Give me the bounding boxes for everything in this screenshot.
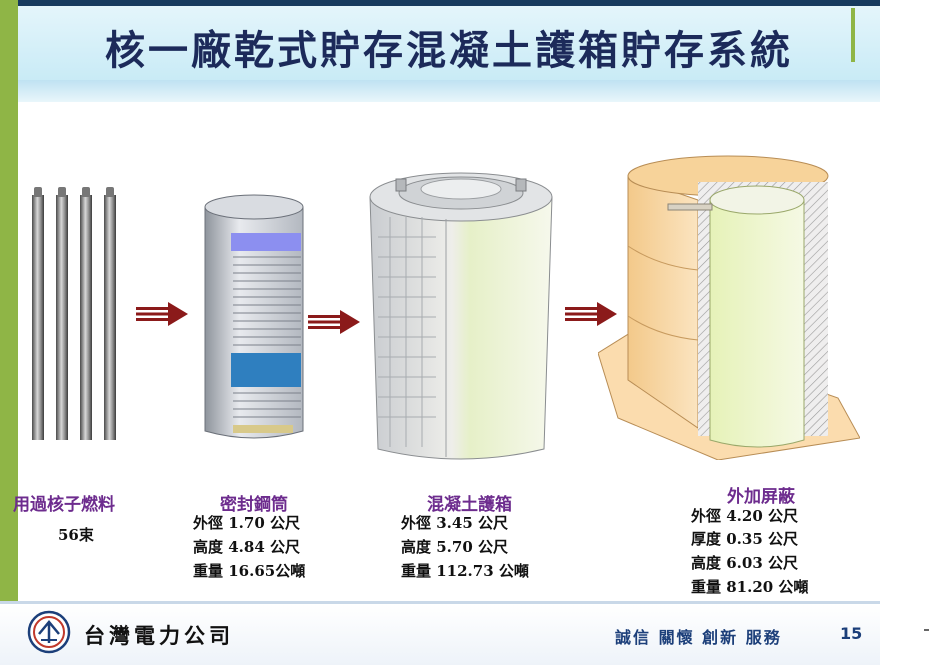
- title-band: [18, 6, 880, 80]
- stage-spec: 高度 5.70 公尺: [401, 538, 508, 556]
- stage-label-concrete-cask: 混凝土護箱: [427, 495, 512, 515]
- stage-label-sealed-canister: 密封鋼筒: [220, 495, 288, 515]
- stage-label-spent-fuel: 用過核子燃料: [13, 495, 115, 515]
- stage-spec: 高度 6.03 公尺: [691, 554, 798, 572]
- stage-spec: 重量 16.65公噸: [193, 562, 306, 580]
- arrow-right-icon: [308, 310, 360, 334]
- additional-shielding-illustration: [598, 155, 860, 460]
- stage-spec: 重量 81.20 公噸: [691, 578, 809, 596]
- stage-spec: 外徑 4.20 公尺: [691, 507, 798, 525]
- fuel-rod: [104, 187, 116, 440]
- stage-spec: 高度 4.84 公尺: [193, 538, 300, 556]
- left-accent-bar: [0, 0, 18, 665]
- fuel-assemblies-illustration: [28, 187, 123, 440]
- fuel-rod: [80, 187, 92, 440]
- arrow-right-icon: [136, 302, 188, 326]
- stage-label-additional-shielding: 外加屏蔽: [727, 487, 795, 507]
- footer: [0, 604, 880, 665]
- footer-divider: [0, 601, 880, 604]
- stage-spec: 重量 112.73 公噸: [401, 562, 529, 580]
- stage-spec: 厚度 0.35 公尺: [691, 530, 798, 548]
- stage-spec: 56束: [58, 526, 94, 544]
- fuel-rod: [56, 187, 68, 440]
- company-name: 台灣電力公司: [84, 623, 234, 648]
- edge-mark: [924, 629, 929, 631]
- taipower-logo-icon: [27, 610, 71, 654]
- title-underline: [18, 80, 880, 102]
- page-title: 核一廠乾式貯存混凝土護箱貯存系統: [105, 27, 793, 74]
- top-strip: [0, 0, 880, 6]
- stage-spec: 外徑 1.70 公尺: [193, 514, 300, 532]
- sealed-canister-illustration: [204, 194, 304, 439]
- stage-spec: 外徑 3.45 公尺: [401, 514, 508, 532]
- fuel-rod: [32, 187, 44, 440]
- page-number: 15: [840, 624, 863, 643]
- title-accent-bar: [851, 8, 855, 62]
- arrow-right-icon: [565, 302, 617, 326]
- slide: 核一廠乾式貯存混凝土護箱貯存系統: [0, 0, 880, 665]
- company-motto: 誠信 關懷 創新 服務: [615, 628, 782, 647]
- concrete-cask-illustration: [369, 172, 553, 460]
